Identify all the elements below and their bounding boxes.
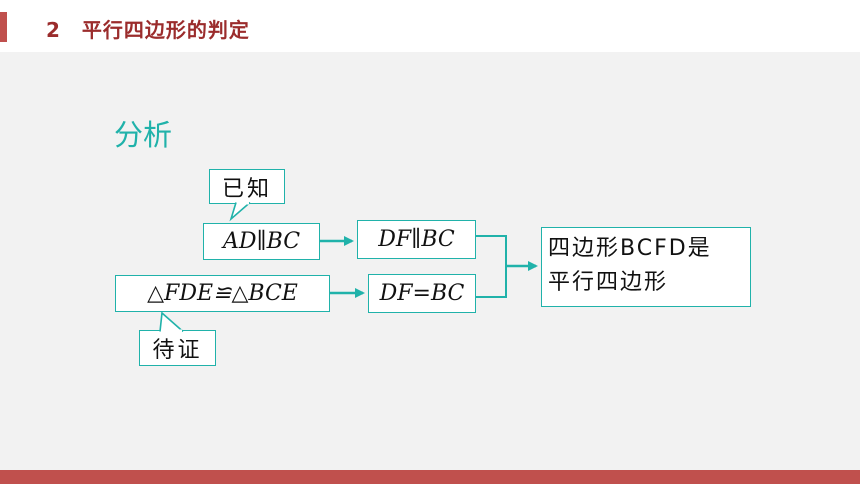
box-known: AD∥BC (203, 223, 320, 260)
page-title: 2 平行四边形的判定 (46, 18, 250, 42)
box-known-result: DF∥BC (357, 220, 476, 259)
header-accent (0, 12, 7, 42)
box-prove: △FDE≌△BCE (115, 275, 330, 312)
conclusion-line-2: 平行四边形 (548, 270, 669, 295)
header-bar: 2 平行四边形的判定 (0, 0, 860, 52)
footer-bar (0, 470, 860, 484)
analysis-heading: 分析 (114, 118, 173, 152)
prove-callout: 待证 (139, 330, 216, 366)
box-prove-result: DF=BC (368, 274, 476, 313)
conclusion-box: 四边形BCFD是 平行四边形 (541, 227, 751, 307)
conclusion-line-1: 四边形BCFD是 (548, 236, 712, 261)
